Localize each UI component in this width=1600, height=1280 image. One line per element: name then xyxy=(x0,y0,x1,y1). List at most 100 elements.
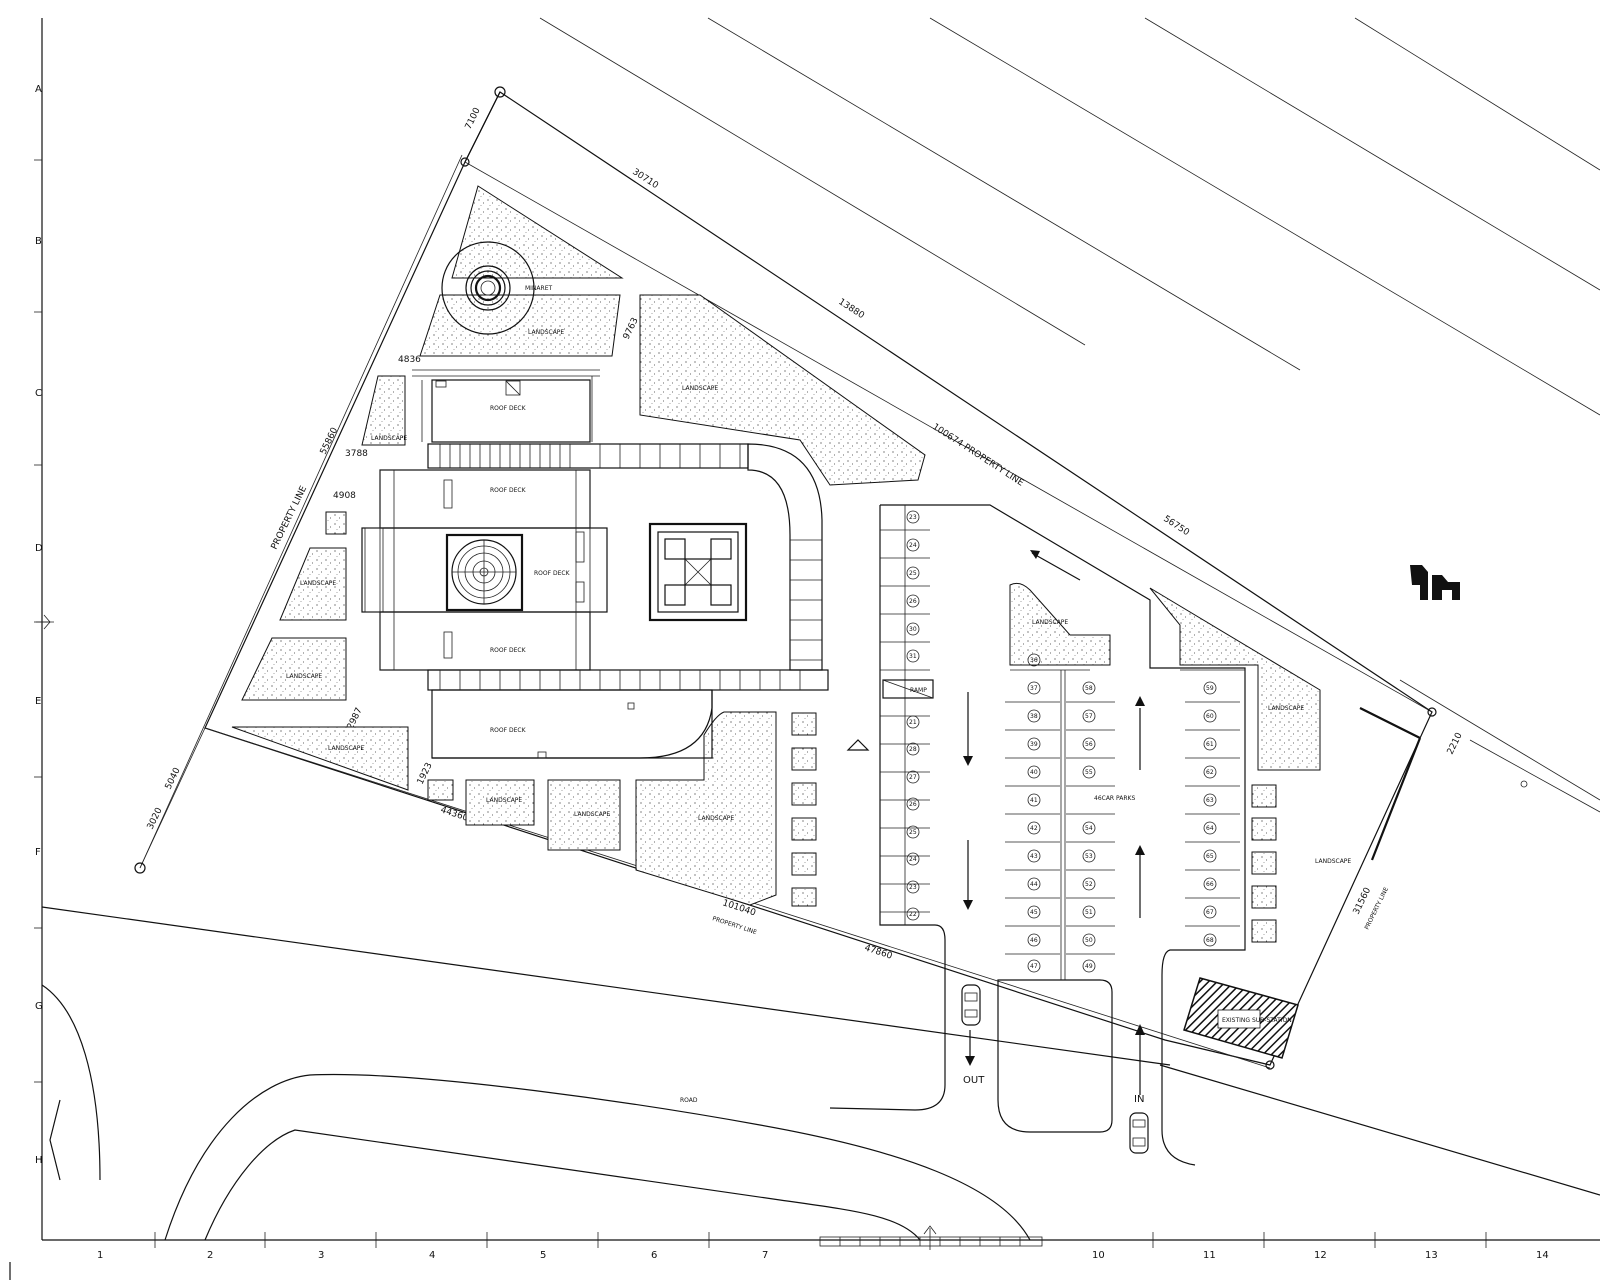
stall-c1-9: 27 xyxy=(909,774,917,781)
label-landscape-8: LANDSCAPE xyxy=(574,811,610,818)
dim-property-line-left: PROPERTY LINE xyxy=(270,484,310,551)
row-label-a: A xyxy=(35,84,42,95)
drawing-frame xyxy=(9,18,1600,1280)
stall-c4-7: 65 xyxy=(1206,853,1214,860)
label-landscape-7: LANDSCAPE xyxy=(486,797,522,804)
mosque-building: ROOF DECK ROOF DECK ROOF DECK ROOF DECK … xyxy=(361,369,713,759)
stall-c3-8: 51 xyxy=(1085,909,1093,916)
stall-column-3: 58 57 56 55 54 53 52 51 50 49 xyxy=(1066,681,1115,973)
roof-deck-5: ROOF DECK xyxy=(490,727,527,734)
planters-row xyxy=(791,712,1277,943)
stall-c2-11: 46 xyxy=(1030,937,1038,944)
out-label: OUT xyxy=(963,1075,985,1086)
label-landscape-10: LANDSCAPE xyxy=(1032,619,1068,626)
stall-c3-9: 50 xyxy=(1085,937,1093,944)
col-label-6: 6 xyxy=(651,1250,657,1261)
stall-c2-10: 45 xyxy=(1030,909,1038,916)
stall-c2-6: 41 xyxy=(1030,797,1038,804)
in-label: IN xyxy=(1134,1094,1144,1105)
grid-marker-icon xyxy=(36,614,937,1250)
label-landscape-9: LANDSCAPE xyxy=(698,815,734,822)
stall-c1-2: 24 xyxy=(909,542,917,549)
stall-c2-7: 42 xyxy=(1030,825,1038,832)
substation-label: EXISTING SUB-STATION xyxy=(1222,1017,1292,1024)
stall-c4-2: 60 xyxy=(1206,713,1214,720)
stall-c1-7: 21 xyxy=(909,719,917,726)
stall-c3-3: 56 xyxy=(1085,741,1093,748)
label-landscape-12: LANDSCAPE xyxy=(1315,858,1351,865)
column-grid: 1 2 3 4 5 6 7 10 11 12 13 14 xyxy=(97,1232,1549,1261)
col-label-12: 12 xyxy=(1314,1250,1327,1261)
stall-c4-9: 67 xyxy=(1206,909,1214,916)
stall-c2-12: 47 xyxy=(1030,963,1038,970)
stall-c1-1: 23 xyxy=(909,514,917,521)
stall-c3-10: 49 xyxy=(1085,963,1093,970)
stall-column-1: 23 24 25 26 30 31 21 28 27 26 25 24 23 2… xyxy=(880,510,930,921)
row-grid: A B C D E F G H xyxy=(34,84,50,1166)
parking-stalls: 23 24 25 26 30 31 21 28 27 26 25 24 23 2… xyxy=(880,510,1240,973)
car-in xyxy=(1129,1112,1149,1154)
stall-column-4: 59 60 61 62 63 64 65 66 67 68 xyxy=(1185,681,1240,947)
dim-44360: 44360 xyxy=(439,805,470,823)
label-landscape-11: LANDSCAPE xyxy=(1268,705,1304,712)
road: ROAD OUT IN xyxy=(41,906,1600,1241)
stall-c2-2: 37 xyxy=(1030,685,1038,692)
dim-9763: 9763 xyxy=(622,316,641,341)
col-label-4: 4 xyxy=(429,1250,435,1261)
label-landscape-3: LANDSCAPE xyxy=(371,435,407,442)
row-label-b: B xyxy=(35,236,42,247)
dim-30710: 30710 xyxy=(630,167,660,191)
col-label-14: 14 xyxy=(1536,1250,1549,1261)
row-label-h: H xyxy=(35,1155,43,1166)
roof-deck-4: ROOF DECK xyxy=(490,647,527,654)
minaret xyxy=(441,241,535,335)
col-label-1: 1 xyxy=(97,1250,103,1261)
dim-2210: 2210 xyxy=(1446,731,1465,756)
stall-c3-5: 54 xyxy=(1085,825,1093,832)
stall-c3-7: 52 xyxy=(1085,881,1093,888)
traffic-arrows xyxy=(846,550,1145,1095)
stall-c4-4: 62 xyxy=(1206,769,1214,776)
roof-deck-1: ROOF DECK xyxy=(490,405,527,412)
row-label-f: F xyxy=(35,847,41,858)
dim-7100: 7100 xyxy=(464,106,483,131)
car-out xyxy=(961,984,981,1026)
col-label-5: 5 xyxy=(540,1250,546,1261)
col-label-13: 13 xyxy=(1425,1250,1438,1261)
stall-c1-5: 30 xyxy=(909,626,917,633)
stall-c3-4: 55 xyxy=(1085,769,1093,776)
stall-c4-8: 66 xyxy=(1206,881,1214,888)
stall-c4-10: 68 xyxy=(1206,937,1214,944)
stall-c4-5: 63 xyxy=(1206,797,1214,804)
stall-c1-10: 26 xyxy=(909,801,917,808)
dim-13880: 13880 xyxy=(836,297,866,321)
stall-c1-11: 25 xyxy=(909,829,917,836)
dim-31560: 31560 xyxy=(1352,886,1374,916)
stall-c3-6: 53 xyxy=(1085,853,1093,860)
label-landscape-2: LANDSCAPE xyxy=(682,385,718,392)
stall-c1-14: 22 xyxy=(909,911,917,918)
stall-c3-1: 58 xyxy=(1085,685,1093,692)
stall-c4-3: 61 xyxy=(1206,741,1214,748)
stall-c1-4: 26 xyxy=(909,598,917,605)
arcade-band xyxy=(427,443,829,691)
stall-c1-8: 28 xyxy=(909,746,917,753)
courtyard-fountain xyxy=(648,522,748,622)
col-label-11: 11 xyxy=(1203,1250,1216,1261)
stall-c1-3: 25 xyxy=(909,570,917,577)
stall-c1-6: 31 xyxy=(909,653,917,660)
stall-c2-9: 44 xyxy=(1030,881,1038,888)
stall-column-2: 36 37 38 39 40 41 42 43 44 45 46 47 xyxy=(1005,653,1060,973)
row-label-d: D xyxy=(35,543,43,554)
row-label-c: C xyxy=(35,388,42,399)
label-landscape-1: LANDSCAPE xyxy=(528,329,564,336)
roof-deck-3: ROOF DECK xyxy=(534,570,571,577)
row-label-g: G xyxy=(35,1001,43,1012)
dim-4836: 4836 xyxy=(398,355,421,365)
label-landscape-5: LANDSCAPE xyxy=(286,673,322,680)
landscape-areas: MINARET LANDSCAPE LANDSCAPE LANDSCAPE LA… xyxy=(231,185,1351,906)
label-landscape-6: LANDSCAPE xyxy=(328,745,364,752)
stall-c2-4: 39 xyxy=(1030,741,1038,748)
dim-4908: 4908 xyxy=(333,491,356,501)
